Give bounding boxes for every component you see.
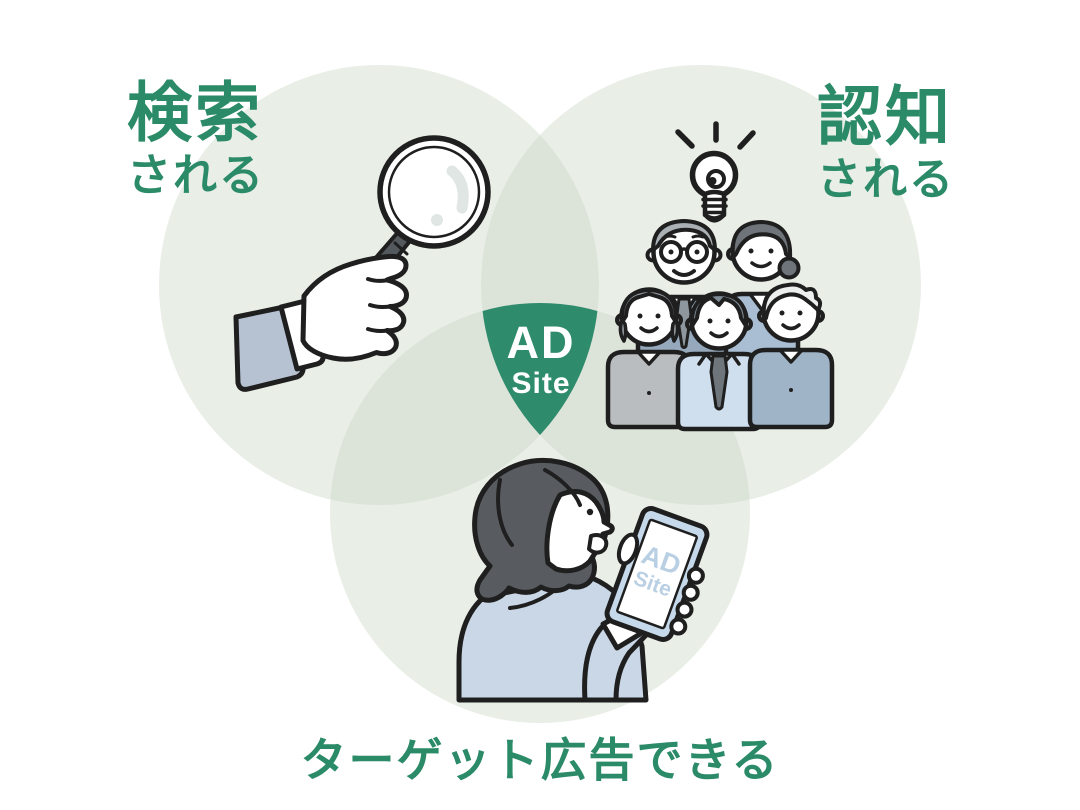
label-search-sub: される [127, 151, 265, 201]
badge-line1: AD [506, 317, 576, 368]
person-woman-gray [605, 287, 693, 430]
thumb [616, 532, 640, 566]
label-awareness: 認知 される [817, 80, 955, 205]
eye [586, 508, 594, 516]
label-search-main: 検索 [127, 76, 264, 149]
magnifier-hand-illustration [233, 135, 491, 392]
finger [669, 617, 688, 636]
mouth [587, 533, 609, 555]
finger [675, 600, 694, 619]
ad-site-badge-text: AD Site [468, 320, 614, 403]
awareness-group-illustration [605, 121, 835, 432]
label-search: 検索 される [127, 76, 265, 201]
person-man-lighthair [747, 282, 835, 430]
label-targeting: ターゲット広告できる [300, 734, 780, 786]
badge-line2: Site [511, 367, 571, 400]
finger [681, 583, 700, 602]
label-awareness-sub: される [817, 155, 955, 205]
lightbulb-icon [675, 121, 756, 223]
label-awareness-main: 認知 [817, 80, 954, 153]
person-man-tie [675, 291, 763, 432]
woman-phone-illustration [456, 458, 710, 703]
magnifier-lens-icon [377, 135, 491, 249]
finger [686, 566, 705, 585]
